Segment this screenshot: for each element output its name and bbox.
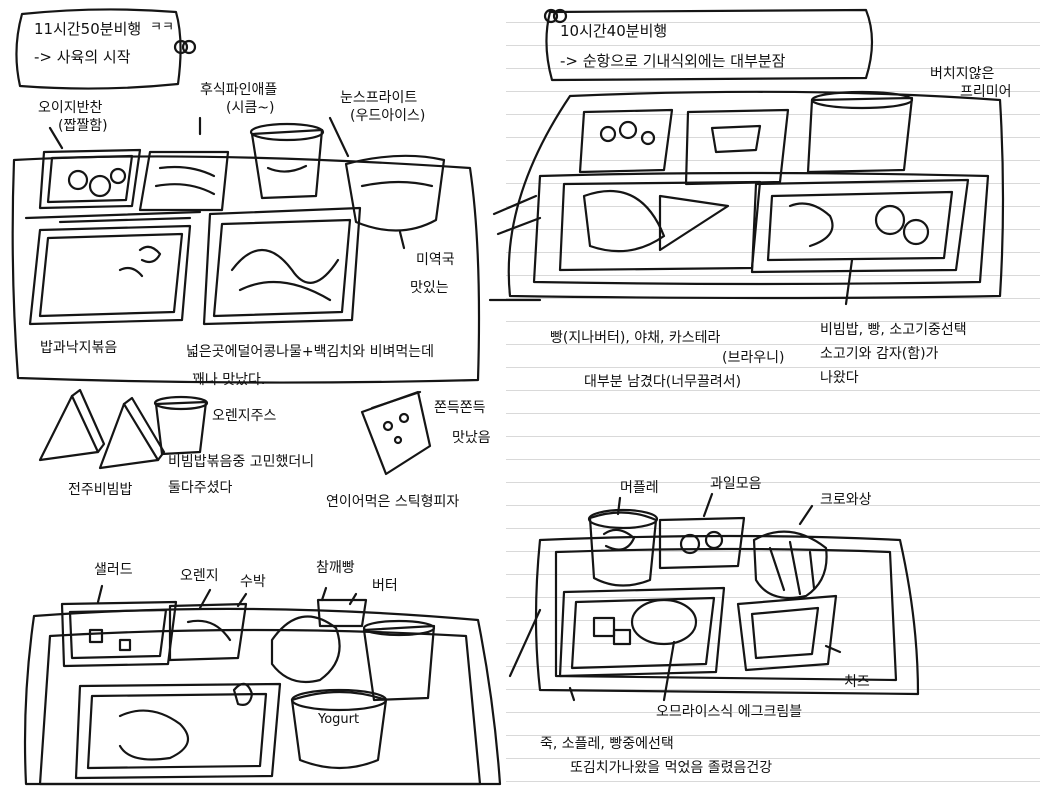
panel1-title-line1: 11시간50분비행 xyxy=(34,20,142,38)
label-sprite-sub: (우드아이스) xyxy=(350,108,426,124)
label-seaweed-soup-sub: 맛있는 xyxy=(410,280,449,296)
label-sesame-bread: 참깨빵 xyxy=(316,560,355,576)
panel3-tray-sketch xyxy=(23,584,502,786)
label-omelet: 오므라이스식 에그크림블 xyxy=(656,704,803,720)
panel2-title-line1: 10시간40분비행 xyxy=(560,22,668,40)
panel2-tray-sketch xyxy=(488,8,1005,306)
panel4-tray-sketch xyxy=(508,492,920,702)
label-pizza: 연이어먹은 스틱형피자 xyxy=(326,494,460,510)
label-bottom1: 죽, 소플레, 빵중에선택 xyxy=(540,736,674,752)
label-pudding-note: 버치지않은 xyxy=(930,66,995,82)
label-orange-juice: 오렌지주스 xyxy=(212,408,277,424)
label-croissant: 크로와상 xyxy=(820,492,872,508)
label-side-dish: 오이지반찬 xyxy=(38,100,103,116)
label-castella-sub: (브라우니) xyxy=(722,350,785,366)
label-pudding-note2: 프리미어 xyxy=(960,84,1012,100)
label-sprite: 눈스프라이트 xyxy=(340,90,418,106)
label-pineapple-sub: (시큼~) xyxy=(226,100,275,116)
label-right-note1: 비빔밥, 빵, 소고기중선택 xyxy=(820,322,967,338)
label-side-dish-sub: (짭짤함) xyxy=(58,118,108,134)
label-salad: 샐러드 xyxy=(94,562,133,578)
label-butter: 버터 xyxy=(372,578,398,594)
label-bottom2: 또김치가나왔을 먹었음 졸렸음건강 xyxy=(570,760,773,776)
label-seaweed-soup: 미역국 xyxy=(416,252,455,268)
label-right-note2: 소고기와 감자(함)가 xyxy=(820,346,939,362)
label-rice: 밥과낙지볶음 xyxy=(40,340,118,356)
label-fruit: 과일모음 xyxy=(710,476,762,492)
label-jeonju: 전주비빔밥 xyxy=(68,482,133,498)
panel1-title-mark: ㅋㅋ xyxy=(150,20,174,35)
label-most-left: 대부분 남겼다(너무끌려서) xyxy=(584,374,742,390)
panel1-tray-sketch xyxy=(11,8,481,476)
label-muffin: 머플레 xyxy=(620,480,659,496)
label-bibim-note2: 꽤나 맛났다. xyxy=(192,372,266,388)
ruled-notebook-page xyxy=(506,0,1040,786)
label-bibim-choice: 비빔밥볶음중 고민했더니 xyxy=(168,454,315,470)
label-chewy2: 맛났음 xyxy=(452,430,491,446)
label-bibim-choice2: 둘다주셨다 xyxy=(168,480,233,496)
label-cheese: 치즈 xyxy=(844,674,870,690)
label-bibim-note: 넓은곳에덜어콩나물+백김치와 비벼먹는데 xyxy=(186,344,435,360)
label-cup-text: Yogurt xyxy=(318,712,360,727)
panel2-title-line2: -> 순항으로 기내식외에는 대부분잠 xyxy=(560,52,786,70)
label-bread-line: 빵(지나버터), 야채, 카스테라 xyxy=(550,330,721,346)
label-pineapple: 후식파인애플 xyxy=(200,82,278,98)
panel1-title-line2: -> 사육의 시작 xyxy=(34,48,131,66)
label-chewy: 쫀득쫀득 xyxy=(434,400,486,416)
label-melon: 수박 xyxy=(240,574,266,590)
label-orange: 오렌지 xyxy=(180,568,219,584)
label-right-note3: 나왔다 xyxy=(820,370,859,386)
